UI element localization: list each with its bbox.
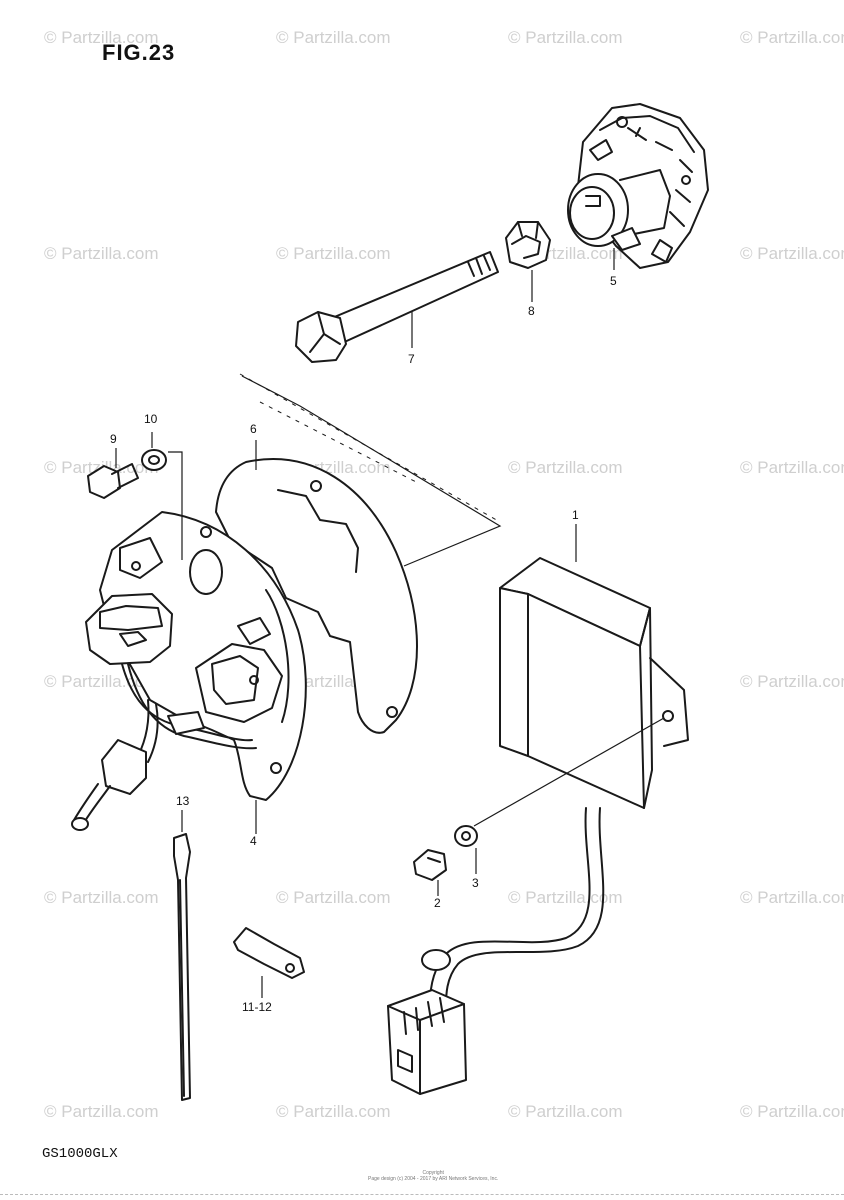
callout-11-12[interactable]: 11-12 — [242, 1000, 272, 1014]
watermark: © Partzilla.com — [740, 244, 844, 263]
watermark: © Partzilla.com — [508, 1102, 623, 1121]
callout-6[interactable]: 6 — [250, 422, 257, 436]
part-2-screw — [413, 849, 447, 881]
part-9-screw — [87, 463, 139, 499]
watermark: © Partzilla.com — [44, 1102, 159, 1121]
callout-2[interactable]: 2 — [434, 896, 441, 910]
watermark: © Partzilla.com — [740, 672, 844, 691]
part-6-plate — [215, 458, 418, 734]
bottom-rule — [0, 1194, 844, 1195]
part-11-12-clamp — [233, 927, 305, 979]
part-7-bolt — [295, 251, 499, 363]
watermark: © Partzilla.com — [44, 244, 159, 263]
watermark: © Partzilla.com — [44, 28, 159, 47]
callout-5[interactable]: 5 — [610, 274, 617, 288]
callout-13[interactable]: 13 — [176, 794, 190, 808]
watermark: © Partzilla.com — [276, 888, 391, 907]
copyright-line-2: Page design (c) 2004 - 2017 by ARI Netwo… — [368, 1176, 499, 1182]
callout-8[interactable]: 8 — [528, 304, 535, 318]
watermark: © Partzilla.com — [508, 888, 623, 907]
callout-1[interactable]: 1 — [572, 508, 579, 522]
part-13-cable-tie — [173, 833, 191, 1101]
watermark: © Partzilla.com — [44, 888, 159, 907]
part-10-washer — [141, 449, 167, 471]
watermark: © Partzilla.com — [276, 28, 391, 47]
callout-3[interactable]: 3 — [472, 876, 479, 890]
copyright-line-1: Copyright — [422, 1170, 444, 1176]
watermark: © Partzilla.com — [740, 1102, 844, 1121]
callout-4[interactable]: 4 — [250, 834, 257, 848]
callout-10[interactable]: 10 — [144, 412, 158, 426]
watermark: © Partzilla.com — [740, 458, 844, 477]
model-code: GS1000GLX — [42, 1146, 118, 1162]
watermark: © Partzilla.com — [740, 28, 844, 47]
watermark: © Partzilla.com — [276, 244, 391, 263]
figure-title: FIG.23 — [102, 40, 176, 65]
part-1-igniter — [387, 557, 689, 1095]
watermark: © Partzilla.com — [276, 1102, 391, 1121]
watermark: © Partzilla.com — [740, 888, 844, 907]
watermark: © Partzilla.com — [508, 28, 623, 47]
part-3-washer — [454, 825, 478, 847]
leader-lines — [115, 248, 665, 998]
watermark: © Partzilla.com — [508, 458, 623, 477]
part-5-governor — [567, 103, 709, 269]
callout-9[interactable]: 9 — [110, 432, 117, 446]
part-4-base-plate — [71, 511, 307, 831]
callout-7[interactable]: 7 — [408, 352, 415, 366]
part-8-nut — [505, 221, 551, 269]
copyright-notice: Copyright Page design (c) 2004 - 2017 by… — [368, 1170, 498, 1182]
